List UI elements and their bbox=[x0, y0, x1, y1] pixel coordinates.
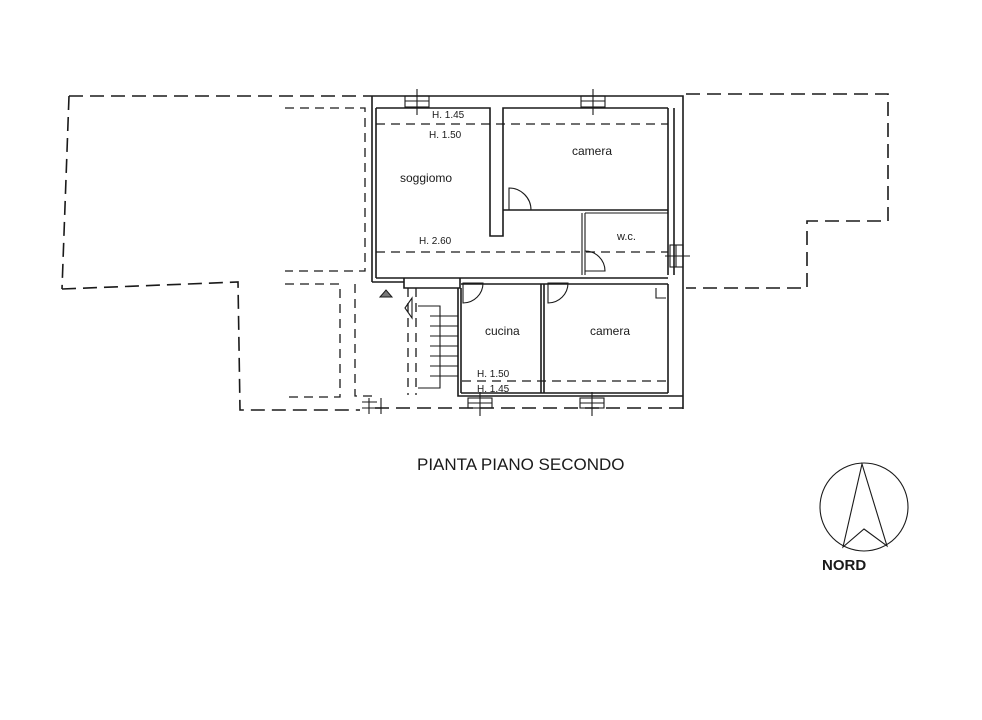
window-bottom-stair bbox=[362, 398, 382, 414]
staircase bbox=[404, 288, 458, 395]
height-label-bottom-145: H. 1.45 bbox=[477, 384, 510, 395]
north-arrow-icon bbox=[819, 461, 909, 552]
height-label-top-150: H. 1.50 bbox=[429, 130, 462, 141]
height-label-mid-260: H. 2.60 bbox=[419, 236, 452, 247]
outer-walls bbox=[371, 95, 684, 409]
window-bottom-left bbox=[467, 392, 493, 416]
room-label-soggiorno: soggiomo bbox=[400, 171, 453, 185]
door-camera-bottom bbox=[547, 282, 569, 304]
room-label-camera-bottom: camera bbox=[590, 324, 631, 338]
left-dashed-outline bbox=[61, 95, 375, 411]
window-wc bbox=[665, 244, 690, 268]
window-top-left bbox=[404, 89, 430, 115]
plan-title: PIANTA PIANO SECONDO bbox=[417, 455, 625, 474]
soggiorno-walls bbox=[376, 107, 669, 279]
window-bottom-right bbox=[579, 392, 605, 416]
room-label-camera-top: camera bbox=[572, 144, 613, 158]
right-dashed-outline bbox=[686, 93, 889, 289]
lower-walls bbox=[372, 278, 683, 397]
room-label-wc: w.c. bbox=[617, 231, 636, 243]
room-label-cucina: cucina bbox=[485, 324, 520, 338]
height-label-top-145: H. 1.45 bbox=[432, 110, 465, 121]
door-cucina bbox=[462, 282, 484, 304]
north-label: NORD bbox=[822, 557, 867, 574]
height-label-bottom-150: H. 1.50 bbox=[477, 369, 510, 380]
window-top-right bbox=[580, 89, 606, 115]
fixture-symbol-icon bbox=[378, 289, 394, 298]
door-wc bbox=[584, 250, 606, 272]
door-camera-top bbox=[508, 187, 532, 211]
